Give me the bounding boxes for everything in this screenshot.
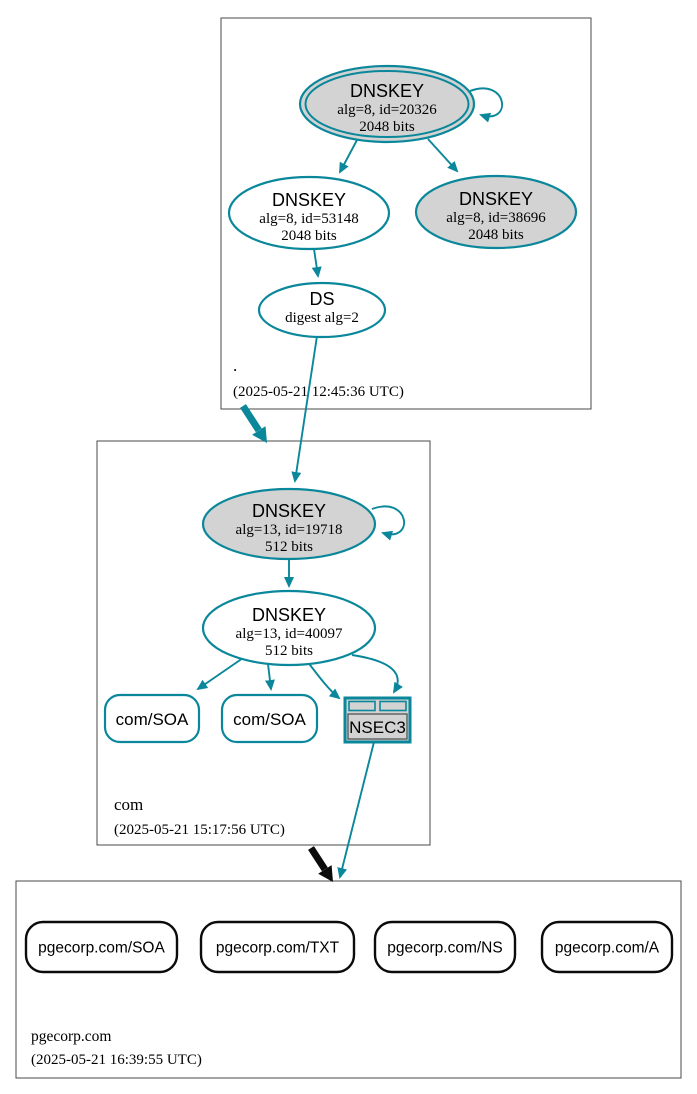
node-root-ds: DS digest alg=2: [257, 281, 387, 339]
zone-timestamp-pgecorp: (2025-05-21 16:39:55 UTC): [31, 1052, 202, 1068]
com-ksk-title: DNSKEY: [252, 501, 326, 521]
root-ds-title: DS: [309, 289, 334, 309]
node-com-soa-2: com/SOA: [220, 693, 319, 744]
edge-com-zsk-to-soa-1: [196, 657, 244, 691]
com-zsk-ellipse[interactable]: [201, 589, 377, 667]
com-zsk-detail-2: 512 bits: [265, 643, 313, 659]
root-dnskey-38696-detail-1: alg=8, id=38696: [446, 210, 546, 226]
zone-box-pgecorp: [15, 880, 682, 1079]
root-ksk-detail-1: alg=8, id=20326: [337, 102, 437, 118]
pgecorp-a-rect[interactable]: [540, 920, 674, 974]
edge-root-ksk-to-zsk: [339, 139, 358, 174]
com-nsec3-label: NSEC3: [349, 718, 406, 737]
edge-root-zsk-to-ds: [311, 248, 322, 278]
edge-com-zsk-to-soa-2: [264, 663, 275, 691]
node-pgecorp-soa: pgecorp.com/SOA: [24, 920, 179, 974]
delegation-arrow-com-to-pgecorp-shaft: [308, 846, 328, 872]
delegation-arrow-com-to-pgecorp-head: [318, 865, 333, 882]
edge-com-nsec3-to-pgecorp: [337, 741, 375, 879]
node-pgecorp-txt: pgecorp.com/TXT: [199, 920, 356, 974]
root-ksk-inner-ring: [304, 70, 470, 138]
delegation-arrow-root-to-com-shaft: [240, 404, 262, 433]
zone-label-pgecorp: pgecorp.com: [31, 1028, 111, 1045]
pgecorp-txt-rect[interactable]: [199, 920, 356, 974]
root-zsk-detail-2: 2048 bits: [281, 228, 337, 244]
com-ksk-detail-1: alg=13, id=19718: [236, 522, 343, 538]
pgecorp-ns-rect[interactable]: [373, 920, 517, 974]
edge-root-ksk-to-dnskey-38696: [427, 138, 459, 173]
node-com-nsec3: NSEC3: [343, 696, 412, 744]
com-nsec3-cell-left: [348, 700, 376, 712]
edge-com-ksk-selfsign: [371, 505, 405, 541]
com-zsk-detail-1: alg=13, id=40097: [236, 626, 343, 642]
node-root-dnskey-38696: DNSKEY alg=8, id=38696 2048 bits: [414, 174, 578, 250]
node-pgecorp-a: pgecorp.com/A: [540, 920, 674, 974]
pgecorp-soa-rect[interactable]: [24, 920, 179, 974]
com-soa-1-rect[interactable]: [103, 693, 201, 744]
edge-root-ksk-selfsign: [469, 87, 503, 123]
node-root-ksk-dnskey-20326: DNSKEY alg=8, id=20326 2048 bits: [298, 64, 476, 144]
pgecorp-ns-label: pgecorp.com/NS: [387, 940, 502, 957]
root-dnskey-38696-title: DNSKEY: [459, 189, 533, 209]
com-zsk-title: DNSKEY: [252, 605, 326, 625]
com-ksk-ellipse[interactable]: [201, 487, 377, 561]
com-nsec3-label-cell: [347, 713, 408, 740]
com-ksk-detail-2: 512 bits: [265, 539, 313, 555]
pgecorp-a-label: pgecorp.com/A: [555, 940, 660, 957]
zone-label-com: com: [114, 795, 143, 814]
edge-com-zsk-to-nsec3-left: [306, 660, 341, 700]
zone-timestamp-root: (2025-05-21 12:45:36 UTC): [233, 384, 404, 400]
pgecorp-txt-label: pgecorp.com/TXT: [216, 940, 340, 957]
edge-root-ds-to-com-ksk: [291, 335, 318, 483]
zone-timestamp-com: (2025-05-21 15:17:56 UTC): [114, 822, 285, 838]
node-com-zsk-dnskey-40097: DNSKEY alg=13, id=40097 512 bits: [201, 589, 377, 667]
root-zsk-ellipse[interactable]: [227, 175, 391, 251]
node-com-ksk-dnskey-19718: DNSKEY alg=13, id=19718 512 bits: [201, 487, 377, 561]
delegation-arrow-root-to-com-head: [252, 426, 267, 443]
root-ksk-detail-2: 2048 bits: [359, 119, 415, 135]
zone-label-root: .: [233, 356, 237, 375]
root-ds-detail-1: digest alg=2: [285, 310, 359, 326]
com-nsec3-cell-right: [379, 700, 407, 712]
root-zsk-title: DNSKEY: [272, 190, 346, 210]
node-com-soa-1: com/SOA: [103, 693, 201, 744]
delegation-arrow-com-to-pgecorp: [308, 846, 333, 882]
com-soa-2-rect[interactable]: [220, 693, 319, 744]
delegation-arrow-root-to-com: [240, 404, 267, 443]
root-ds-ellipse[interactable]: [257, 281, 387, 339]
edge-com-zsk-to-nsec3-right: [351, 654, 403, 694]
com-soa-1-label: com/SOA: [116, 710, 189, 729]
root-ksk-ellipse[interactable]: [298, 64, 476, 144]
node-pgecorp-ns: pgecorp.com/NS: [373, 920, 517, 974]
root-dnskey-38696-detail-2: 2048 bits: [468, 227, 524, 243]
node-root-zsk-dnskey-53148: DNSKEY alg=8, id=53148 2048 bits: [227, 175, 391, 251]
com-soa-2-label: com/SOA: [233, 710, 306, 729]
root-zsk-detail-1: alg=8, id=53148: [259, 211, 358, 227]
root-dnskey-38696-ellipse[interactable]: [414, 174, 578, 250]
pgecorp-soa-label: pgecorp.com/SOA: [38, 940, 165, 957]
root-ksk-title: DNSKEY: [350, 81, 424, 101]
